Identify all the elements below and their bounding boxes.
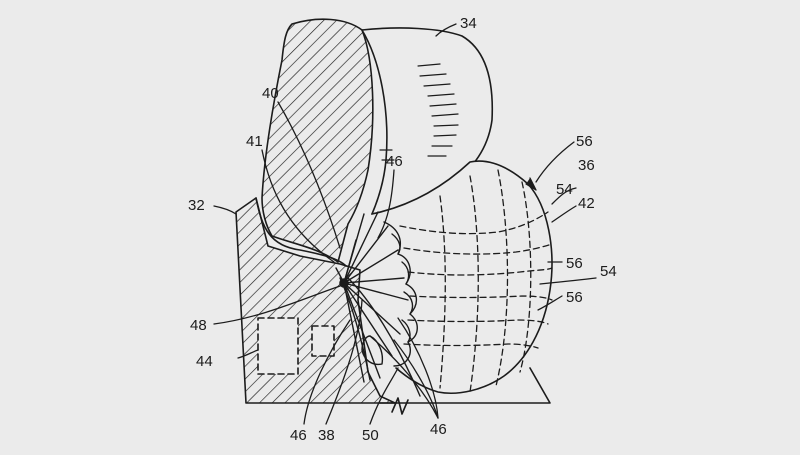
numeral-46-bottom-right: 46: [430, 421, 447, 438]
numeral-50: 50: [362, 427, 379, 444]
numeral-54-top: 54: [556, 181, 573, 198]
numeral-40: 40: [262, 85, 279, 102]
floor-break: [391, 397, 409, 415]
seat-back-section: [261, 18, 374, 263]
leader-lines: [213, 23, 597, 425]
numeral-32: 32: [188, 197, 205, 214]
airbag-tethers: [399, 169, 553, 393]
numeral-42: 42: [578, 195, 595, 212]
numeral-46-bottom-left: 46: [290, 427, 307, 444]
airbag-inner-chamber: [383, 221, 418, 367]
module-box: [257, 317, 299, 375]
inflator-hub: [339, 278, 349, 288]
fold-lines: [335, 211, 421, 397]
numeral-48: 48: [190, 317, 207, 334]
numeral-34: 34: [460, 15, 477, 32]
numeral-56-top: 56: [576, 133, 593, 150]
numeral-38: 38: [318, 427, 335, 444]
module-box-small: [311, 325, 335, 357]
numeral-41: 41: [246, 133, 263, 150]
numeral-46-top: 46: [386, 153, 403, 170]
numeral-54-mid: 54: [600, 263, 617, 280]
seat-back-shading: [379, 63, 459, 161]
airbag-cushion: [371, 160, 553, 395]
numeral-56-low: 56: [566, 289, 583, 306]
seat-back-inner: [361, 29, 388, 215]
reference-numerals: 34 56 36 54 42 40 41 46 32 56 54 56 48 4…: [188, 15, 617, 444]
floor-line: [379, 367, 551, 404]
numeral-56-mid: 56: [566, 255, 583, 272]
lower-pocket: [361, 335, 384, 366]
numeral-36: 36: [578, 157, 595, 174]
numeral-44: 44: [196, 353, 213, 370]
